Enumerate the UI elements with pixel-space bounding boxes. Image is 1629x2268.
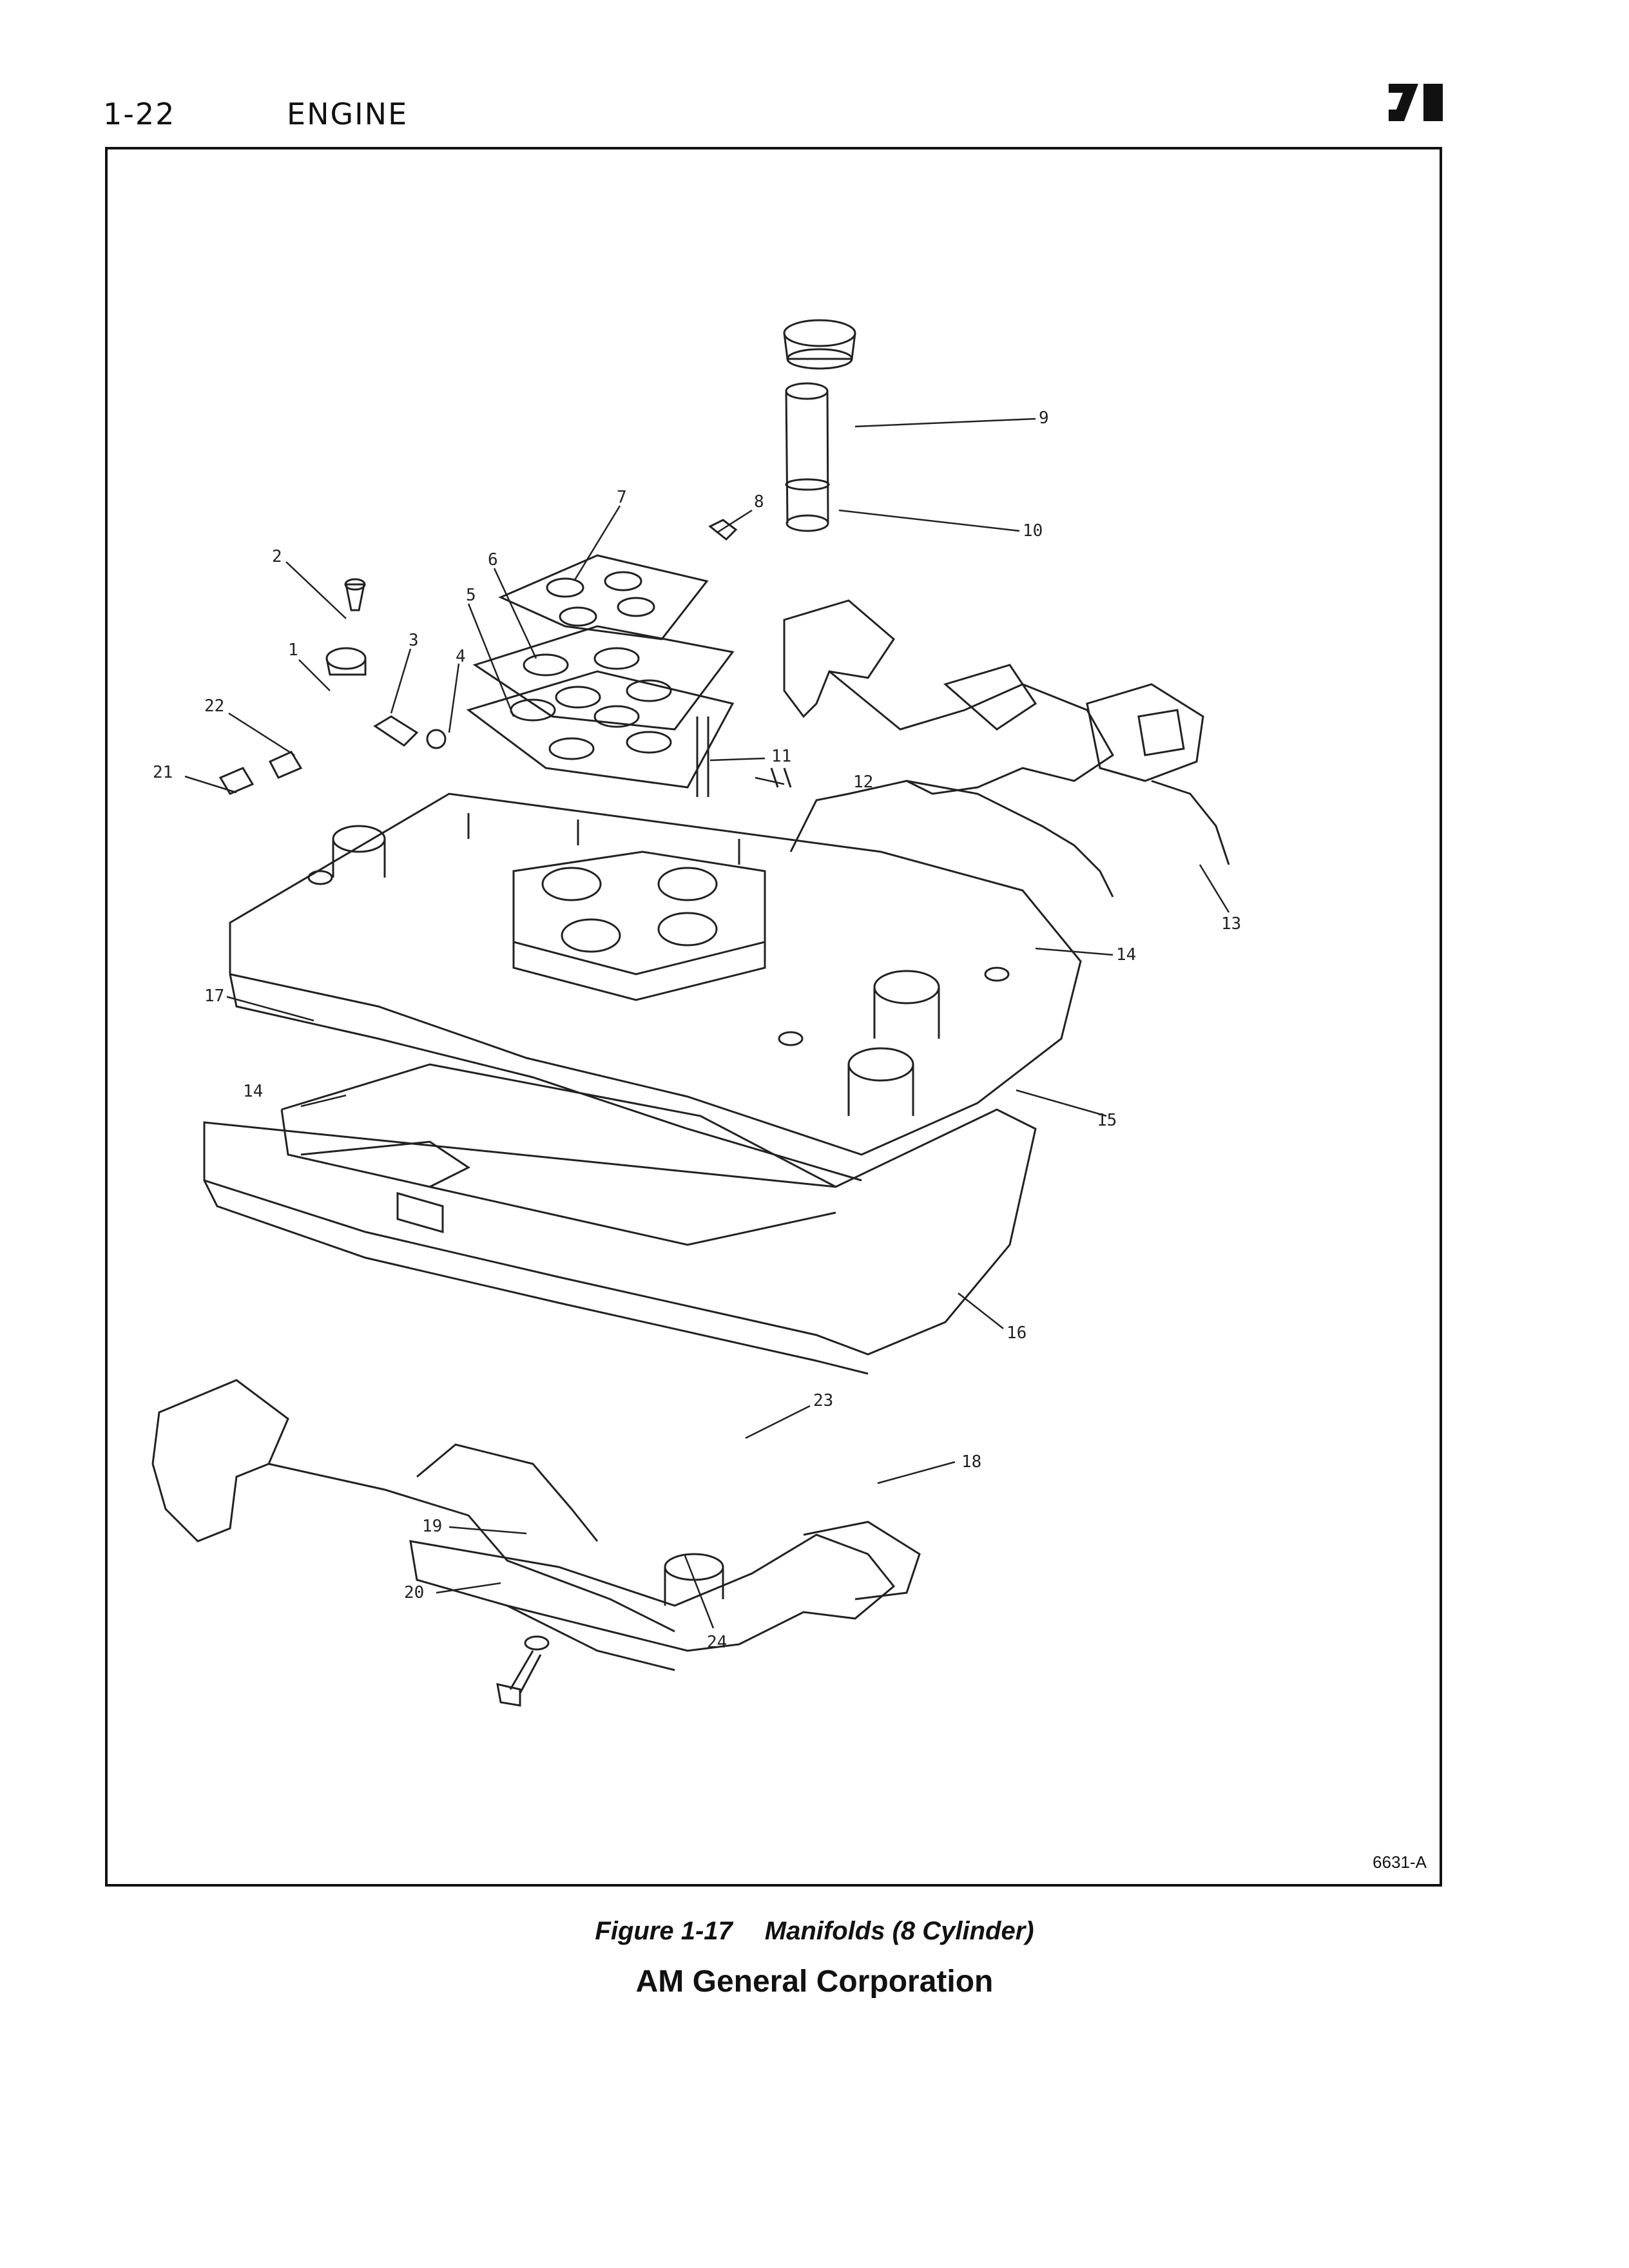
callout-24: 24 xyxy=(707,1633,727,1652)
callout-15: 15 xyxy=(1097,1111,1117,1130)
figure-caption: Figure 1-17 Manifolds (8 Cylinder) xyxy=(0,1917,1629,1946)
callout-20: 20 xyxy=(404,1583,424,1602)
leader-lines xyxy=(184,418,1230,1629)
caption-title: Manifolds (8 Cylinder) xyxy=(764,1917,1034,1945)
manifold-exploded-view: 1 2 3 4 5 6 7 8 9 10 11 12 13 14 14 15 1… xyxy=(151,319,1241,1707)
caption-number: Figure 1-17 xyxy=(595,1917,733,1945)
bolt-drawing xyxy=(496,1635,550,1707)
callout-19: 19 xyxy=(422,1517,442,1536)
callout-18: 18 xyxy=(961,1452,981,1472)
intake-manifold-drawing xyxy=(229,793,1082,1182)
callout-10: 10 xyxy=(1023,521,1043,541)
callout-17: 17 xyxy=(204,986,224,1006)
callout-14-right: 14 xyxy=(1116,945,1136,965)
callout-5: 5 xyxy=(466,586,476,605)
callout-23: 23 xyxy=(813,1391,833,1410)
callout-6: 6 xyxy=(488,550,498,570)
callout-7: 7 xyxy=(617,488,627,507)
valley-pan-drawing xyxy=(203,1063,1037,1375)
callout-labels: 1 2 3 4 5 6 7 8 9 10 11 12 13 14 14 15 1… xyxy=(153,408,1241,1652)
company-name: AM General Corporation xyxy=(635,1965,994,1999)
callout-21: 21 xyxy=(153,763,173,782)
figure-frame: 1 2 3 4 5 6 7 8 9 10 11 12 13 14 14 15 1… xyxy=(105,147,1442,1887)
section-title: ENGINE xyxy=(287,97,409,131)
fittings-drawing xyxy=(218,519,792,797)
callout-3: 3 xyxy=(409,631,419,650)
callout-16: 16 xyxy=(1007,1323,1027,1343)
callout-12: 12 xyxy=(853,773,873,792)
am-general-logo-icon xyxy=(1389,84,1443,121)
callout-9: 9 xyxy=(1039,408,1049,428)
callout-1: 1 xyxy=(288,640,298,660)
callout-8: 8 xyxy=(754,492,764,512)
pcv-tube-drawing xyxy=(783,319,856,532)
figure-id-code: 6631-A xyxy=(1373,1852,1427,1872)
callout-4: 4 xyxy=(456,647,466,666)
callout-11: 11 xyxy=(771,747,791,766)
right-exhaust-manifold-drawing xyxy=(783,599,1230,898)
callout-2: 2 xyxy=(272,547,282,566)
callout-22: 22 xyxy=(204,697,224,716)
callout-14-left: 14 xyxy=(243,1082,263,1101)
callout-13: 13 xyxy=(1221,914,1241,934)
page-number: 1-22 xyxy=(103,97,176,131)
left-exhaust-manifold-drawing xyxy=(151,1379,921,1671)
carburetor-spacer-drawing xyxy=(466,554,735,789)
